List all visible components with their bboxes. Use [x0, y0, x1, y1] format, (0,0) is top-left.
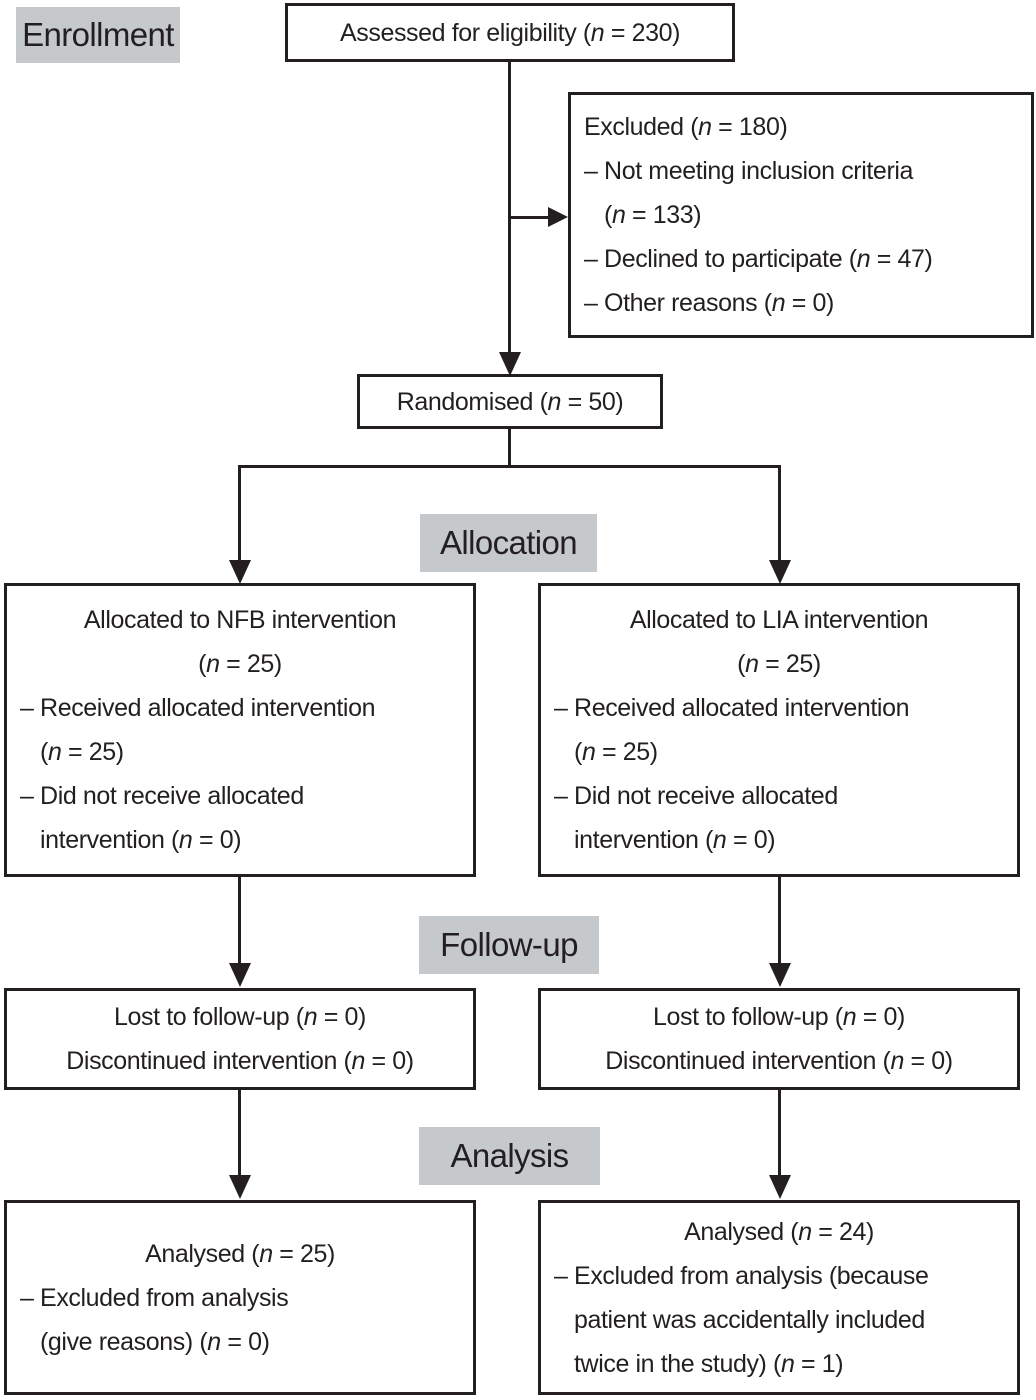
- connector-to-excluded: [510, 216, 550, 219]
- box-line: (n = 25): [40, 738, 124, 766]
- box-line: Lost to follow-up (n = 0): [114, 1003, 366, 1031]
- box-line: twice in the study) (n = 1): [574, 1349, 844, 1378]
- arrowhead-down-alloc-right: [769, 560, 791, 584]
- connector-assessed-to-randomised: [508, 62, 511, 352]
- allocated-nfb-box: Allocated to NFB intervention (n = 25) –…: [4, 583, 476, 877]
- connector-branch-horizontal: [238, 465, 781, 468]
- box-line: – Excluded from analysis: [20, 1283, 289, 1312]
- connector-followup-to-analysis-left: [238, 1090, 241, 1175]
- box-line: Randomised (n = 50): [396, 387, 624, 416]
- connector-alloc-to-followup-right: [778, 877, 781, 963]
- assessed-for-eligibility-box: Assessed for eligibility (n = 230): [285, 3, 735, 62]
- box-line: Excluded (n = 180): [584, 113, 788, 141]
- box-line: – Declined to participate (n = 47): [584, 245, 933, 273]
- box-line: (n = 133): [604, 201, 702, 229]
- box-line: Discontinued intervention (n = 0): [605, 1047, 953, 1075]
- box-line: – Did not receive allocated: [554, 782, 838, 810]
- excluded-box: Excluded (n = 180) – Not meeting inclusi…: [568, 92, 1034, 338]
- box-line: patient was accidentally included: [574, 1305, 925, 1334]
- analysis-right-box: Analysed (n = 24) – Excluded from analys…: [538, 1200, 1020, 1395]
- analysis-left-box: Analysed (n = 25) – Excluded from analys…: [4, 1200, 476, 1395]
- box-line: (n = 25): [574, 738, 658, 766]
- box-line: Allocated to LIA intervention: [629, 606, 929, 634]
- followup-right-box: Lost to follow-up (n = 0) Discontinued i…: [538, 988, 1020, 1090]
- connector-followup-to-analysis-right: [778, 1090, 781, 1175]
- box-line: – Did not receive allocated: [20, 782, 304, 810]
- arrowhead-down-alloc-left: [229, 560, 251, 584]
- stage-label-allocation: Allocation: [420, 514, 597, 572]
- arrowhead-down-analysis-right: [769, 1175, 791, 1199]
- box-line: intervention (n = 0): [574, 826, 776, 854]
- connector-randomised-stem: [508, 429, 511, 467]
- arrowhead-down-followup-left: [229, 963, 251, 987]
- allocated-lia-box: Allocated to LIA intervention (n = 25) –…: [538, 583, 1020, 877]
- arrowhead-right-excluded: [548, 207, 568, 227]
- box-line: Analysed (n = 24): [684, 1217, 874, 1246]
- stage-label-followup: Follow-up: [419, 916, 599, 974]
- box-line: – Received allocated intervention: [20, 694, 376, 722]
- box-line: Assessed for eligibility (n = 230): [339, 18, 681, 47]
- box-line: – Other reasons (n = 0): [584, 289, 834, 317]
- box-line: – Received allocated intervention: [554, 694, 910, 722]
- box-line: Analysed (n = 25): [145, 1239, 335, 1268]
- arrowhead-down-analysis-left: [229, 1175, 251, 1199]
- connector-branch-left: [238, 465, 241, 560]
- box-line: Discontinued intervention (n = 0): [66, 1047, 414, 1075]
- box-line: (give reasons) (n = 0): [40, 1327, 270, 1356]
- box-line: – Not meeting inclusion criteria: [584, 157, 914, 185]
- randomised-box: Randomised (n = 50): [357, 374, 663, 429]
- box-line: – Excluded from analysis (because: [554, 1261, 929, 1290]
- followup-left-box: Lost to follow-up (n = 0) Discontinued i…: [4, 988, 476, 1090]
- box-line: Allocated to NFB intervention: [83, 606, 397, 634]
- arrowhead-down-followup-right: [769, 963, 791, 987]
- box-line: (n = 25): [198, 650, 282, 678]
- box-line: intervention (n = 0): [40, 826, 242, 854]
- arrowhead-down-randomised: [499, 352, 521, 376]
- box-line: (n = 25): [737, 650, 821, 678]
- stage-label-analysis: Analysis: [419, 1127, 600, 1185]
- connector-alloc-to-followup-left: [238, 877, 241, 963]
- stage-label-enrollment: Enrollment: [16, 7, 180, 63]
- connector-branch-right: [778, 465, 781, 560]
- box-line: Lost to follow-up (n = 0): [653, 1003, 905, 1031]
